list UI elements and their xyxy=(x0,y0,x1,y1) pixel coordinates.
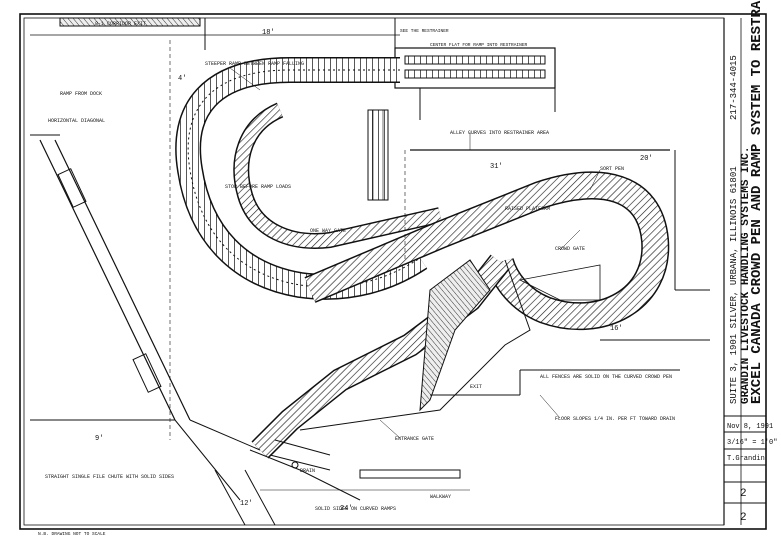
title-line-3: SUITE 3, 1901 SILVER, URBANA, ILLINOIS 6… xyxy=(729,166,739,404)
crowd-pen xyxy=(251,254,601,459)
leader-lines xyxy=(229,67,601,439)
curve-note: ALL FENCES ARE SOLID ON THE CURVED CROWD… xyxy=(540,374,672,380)
scale-value: 3/16" = 1'0" xyxy=(727,439,777,447)
dim-24: 24' xyxy=(340,505,353,513)
pen-note: SORT PEN xyxy=(600,166,624,172)
footer-note: N.B. DRAWING NOT TO SCALE xyxy=(38,531,106,537)
stop-note: STOP BEFORE RAMP LOADS xyxy=(225,184,291,190)
drain-label: DRAIN xyxy=(300,468,315,474)
date-value: Nov 8, 1991 xyxy=(727,423,773,431)
restrainer-note: CENTER FLAT FOR RAMP INTO RESTRAINER xyxy=(430,42,528,48)
sheet-number-2: 2 xyxy=(740,512,747,524)
top-note: SEE THE RESTRAINER xyxy=(400,28,449,34)
sheet-border xyxy=(19,13,767,530)
restrainer-unit xyxy=(394,47,556,120)
sheet-number-1: 2 xyxy=(740,488,747,500)
building-wall xyxy=(410,149,710,396)
exit-label: EXIT xyxy=(470,384,482,390)
side-note-2: HORIZONTAL DIAGONAL xyxy=(48,118,105,124)
drawn-by: T.Grandin xyxy=(727,455,765,463)
crowd-gate: CROWD GATE xyxy=(555,246,585,252)
title-line-1: EXCEL CANADA CROWD PEN AND RAMP SYSTEM T… xyxy=(749,0,765,404)
dim-20: 20' xyxy=(640,155,653,163)
raised-platform: RAISED PLATFORM xyxy=(505,206,550,212)
exit-chute xyxy=(249,439,470,501)
top-strip-label: 8-1 CORRIDOR EXIT xyxy=(95,21,146,27)
dim-16: 16' xyxy=(610,325,623,333)
dim-31: 31' xyxy=(490,163,503,171)
title-line-2: GRANDIN LIVESTOCK HANDLING SYSTEMS INC. xyxy=(740,147,752,404)
side-note-1: RAMP FROM DOCK xyxy=(60,91,102,97)
phone: 217-344-4015 xyxy=(729,55,739,120)
left-fences xyxy=(30,134,276,526)
ramp-label: STEEPER RAMP BETWEEN RAMP FALLING xyxy=(205,61,304,67)
floor-note: FLOOR SLOPES 1/4 IN. PER FT TOWARD DRAIN xyxy=(555,416,675,422)
drain-icon xyxy=(291,461,299,469)
walkway-stairs xyxy=(367,109,389,201)
dim-9: 9' xyxy=(95,435,103,443)
bottom-left-note: STRAIGHT SINGLE FILE CHUTE WITH SOLID SI… xyxy=(45,474,174,480)
dim-18: 18' xyxy=(262,29,275,37)
walk-note: WALKWAY xyxy=(430,494,451,500)
crowd-alley xyxy=(304,171,670,331)
title-block: EXCEL CANADA CROWD PEN AND RAMP SYSTEM T… xyxy=(727,0,777,524)
entrance-label: ENTRANCE GATE xyxy=(395,436,434,442)
bottom-note: SOLID SIDES ON CURVED RAMPS xyxy=(315,506,396,512)
gate-note: ONE WAY GATE xyxy=(310,228,346,234)
dim-4: 4' xyxy=(178,75,186,83)
top-corridor xyxy=(59,17,201,27)
dim-12: 12' xyxy=(240,500,253,508)
alley-note: ALLEY CURVES INTO RESTRAINER AREA xyxy=(450,130,549,136)
